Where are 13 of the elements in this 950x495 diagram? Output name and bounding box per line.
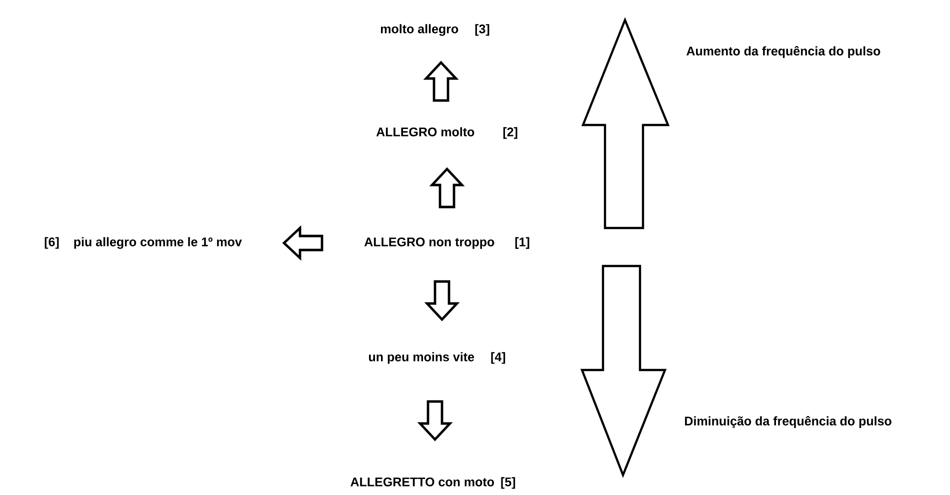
tempo-label: un peu moins vite [4]	[369, 352, 506, 364]
arrow-caption: Aumento da frequência do pulso	[686, 46, 880, 58]
block-arrow	[282, 225, 324, 261]
tempo-label: ALLEGRO molto [2]	[376, 127, 518, 139]
block-arrow	[417, 400, 453, 442]
tempo-label: [6] piu allegro comme le 1º mov	[44, 237, 242, 249]
arrow-caption: Diminuição da frequência do pulso	[685, 416, 892, 428]
block-arrow	[429, 167, 465, 208]
tempo-label: ALLEGRO non troppo [1]	[364, 237, 530, 249]
tempo-label: ALLEGRETTO con moto [5]	[350, 477, 516, 489]
block-arrow	[424, 280, 460, 322]
tempo-label: molto allegro [3]	[380, 24, 490, 36]
block-arrow	[423, 60, 459, 102]
